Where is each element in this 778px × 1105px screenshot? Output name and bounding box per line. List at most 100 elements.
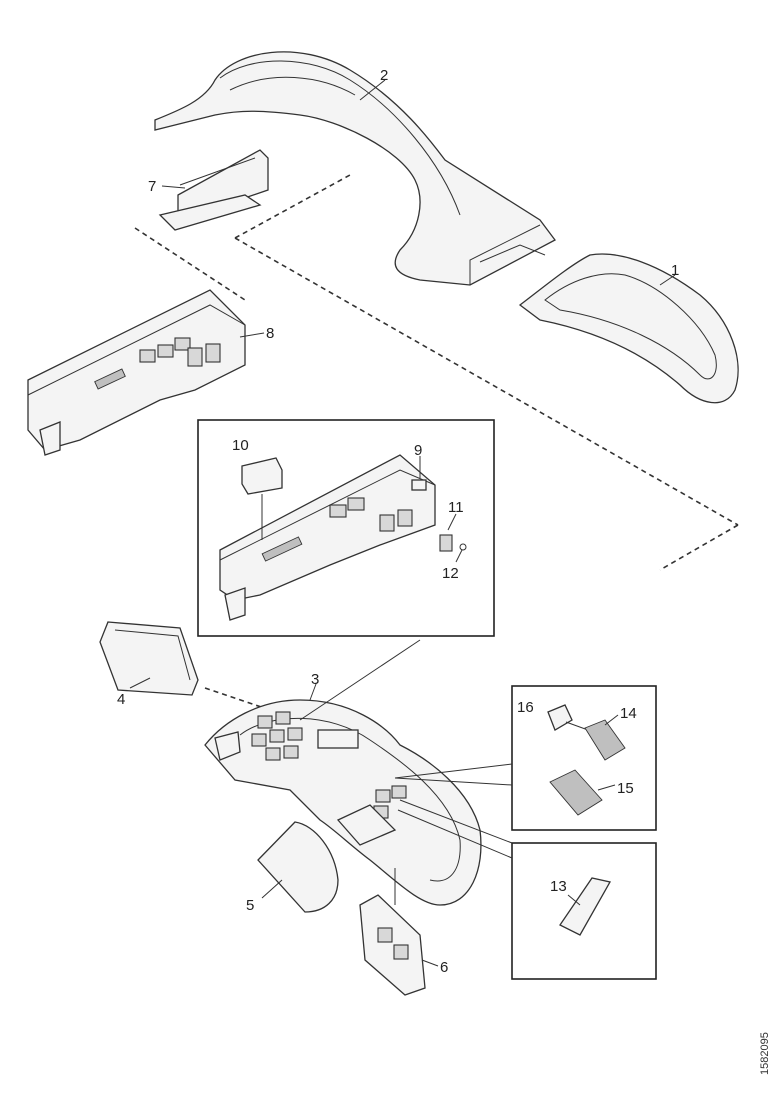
dash-switch-5 — [287, 727, 303, 741]
dash-switch-7 — [283, 745, 299, 759]
leader-13 — [567, 894, 581, 906]
dashed-line-2 — [234, 174, 351, 239]
trim-inner-opening — [544, 273, 717, 380]
callout-4: 4 — [117, 691, 125, 708]
cover-end-lip — [479, 244, 546, 263]
callout-5: 5 — [246, 897, 254, 914]
detail-beam-foot — [224, 587, 246, 621]
connector-lines — [299, 639, 513, 859]
detail-slot — [261, 536, 303, 562]
beam-switch-b — [157, 344, 174, 358]
detail-switch-parts — [547, 704, 626, 816]
connector-switches-top — [394, 763, 513, 779]
beam-top-edge — [27, 304, 246, 396]
dash-left-vent — [214, 731, 241, 761]
dash-switch-8 — [375, 789, 391, 803]
callout-1: 1 — [671, 262, 679, 279]
part-8-console-beam — [27, 289, 246, 456]
leader-14 — [604, 714, 619, 726]
detail-console-assembly — [219, 454, 467, 621]
leader-16-to-14 — [565, 721, 589, 731]
callout-leaders — [129, 79, 676, 967]
part-9-clip — [411, 479, 427, 491]
trim-outer — [518, 253, 739, 404]
part-14-rocker — [584, 719, 626, 761]
leader-4 — [129, 677, 151, 689]
leader-3 — [309, 683, 317, 701]
callout-7: 7 — [148, 178, 156, 195]
leader-5 — [261, 879, 283, 899]
beam-slot — [94, 368, 126, 390]
part-11-switch — [439, 534, 453, 552]
part-7-bracket — [158, 149, 269, 231]
cover-inner-contour — [229, 76, 356, 96]
callout-14: 14 — [620, 705, 637, 722]
leader-2 — [359, 79, 386, 101]
tray-body — [99, 621, 199, 696]
bracket-7-base — [158, 194, 262, 231]
part-5-cover-plate — [257, 821, 339, 913]
detail-switch-a — [329, 504, 347, 518]
plate-body — [257, 821, 339, 913]
drawing-code: 1582095 — [759, 1032, 771, 1075]
tray-inner-edge — [114, 629, 191, 681]
connector-dashboard-to-box — [299, 639, 421, 721]
part-2-upper-cover — [154, 51, 556, 286]
dash-switch-2 — [275, 711, 291, 725]
assembly-dashed-lines — [134, 174, 739, 711]
beam-body — [27, 289, 246, 451]
dash-switch-1 — [257, 715, 273, 729]
cover-shell — [154, 51, 556, 286]
part-13-strip — [559, 877, 611, 936]
detail-switch-c — [379, 514, 395, 532]
part-16-cap — [547, 704, 573, 731]
detail-part-13 — [559, 877, 611, 936]
bracket-6-body — [359, 894, 426, 996]
callout-16: 16 — [517, 699, 534, 716]
beam-switch-e — [205, 343, 221, 363]
beam-switch-d — [187, 347, 203, 367]
leader-8-top — [239, 332, 265, 338]
callout-6: 6 — [440, 959, 448, 976]
part-6-side-bracket — [359, 868, 426, 996]
connector-switches-bottom — [394, 777, 513, 786]
dashed-line-return — [659, 524, 739, 571]
dashed-line-to-3 — [234, 237, 739, 526]
dashboard-inner-contour — [239, 717, 461, 882]
callout-2: 2 — [380, 67, 388, 84]
callout-12: 12 — [442, 565, 459, 582]
callout-9: 9 — [414, 442, 422, 459]
callout-labels: 2 1 7 8 10 9 11 12 4 3 5 6 16 14 15 13 — [117, 67, 679, 976]
part-10-cap — [241, 457, 283, 495]
bracket-6-window-a — [377, 927, 393, 943]
leader-1 — [659, 274, 676, 286]
detail-box-trim — [511, 842, 657, 980]
part-4-tray — [99, 621, 199, 696]
detail-box-switches — [511, 685, 657, 831]
callout-13: 13 — [550, 878, 567, 895]
callout-10: 10 — [232, 437, 249, 454]
part-3-dashboard — [204, 699, 482, 906]
beam-switch-a — [139, 349, 156, 363]
dash-display — [317, 729, 359, 749]
callout-15: 15 — [617, 780, 634, 797]
cover-end-edge — [469, 224, 541, 285]
leader-6 — [421, 959, 439, 967]
dashed-line-7-to-8 — [134, 227, 246, 301]
cover-contour — [219, 60, 461, 216]
bracket-7-edge — [179, 157, 256, 186]
dash-switch-4 — [269, 729, 285, 743]
part-12-screw — [459, 543, 467, 551]
leader-12 — [455, 549, 463, 563]
part-1-trim — [518, 253, 739, 404]
bracket-6-window-b — [393, 944, 409, 960]
detail-switch-d — [397, 509, 413, 527]
detail-box-console — [197, 419, 495, 637]
connector-trim-top — [399, 799, 513, 844]
beam-foot — [39, 421, 61, 456]
leader-15 — [597, 784, 616, 791]
callout-8-top: 8 — [266, 325, 274, 342]
leader-11 — [447, 513, 457, 531]
